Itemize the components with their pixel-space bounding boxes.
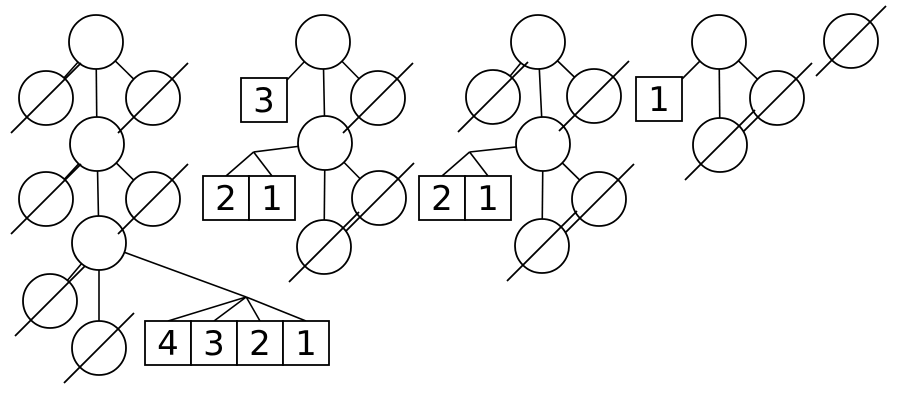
tree-3-edge bbox=[441, 151, 471, 177]
null-slash bbox=[10, 163, 82, 235]
null-slash bbox=[14, 265, 86, 337]
tree-1-edge bbox=[245, 296, 261, 322]
tree-2-edge bbox=[252, 151, 273, 177]
null-slash bbox=[506, 210, 578, 282]
null-slash bbox=[457, 61, 529, 133]
null-slash bbox=[117, 62, 189, 134]
array-21-cell bbox=[202, 175, 250, 221]
tree-1-edge bbox=[213, 296, 247, 322]
array-21-cell-value: 2 bbox=[215, 179, 237, 219]
array-4321-cell bbox=[282, 320, 330, 366]
null-slash bbox=[815, 5, 887, 77]
tree-node bbox=[515, 116, 571, 172]
array-21-cell-value: 1 bbox=[477, 179, 499, 219]
tree-node bbox=[71, 215, 127, 271]
null-slash bbox=[741, 62, 813, 134]
tree-node bbox=[510, 14, 566, 70]
tree-node bbox=[297, 115, 353, 171]
array-4321-cell-value: 4 bbox=[157, 324, 179, 364]
array-1-cell bbox=[635, 76, 683, 122]
null-slash bbox=[117, 163, 189, 235]
tree-node bbox=[691, 14, 747, 70]
null-slash bbox=[343, 162, 415, 234]
tree-1-edge bbox=[245, 296, 307, 322]
array-3-cell bbox=[240, 77, 288, 123]
array-21-cell-value: 2 bbox=[431, 179, 453, 219]
tree-node bbox=[69, 116, 125, 172]
array-1-cell-value: 1 bbox=[648, 80, 670, 120]
null-slash bbox=[558, 60, 630, 132]
null-slash bbox=[63, 312, 135, 384]
null-slash bbox=[342, 62, 414, 134]
tree-node bbox=[68, 14, 124, 70]
array-4321-cell bbox=[236, 320, 284, 366]
tree-1-edge bbox=[167, 296, 247, 322]
tree-node bbox=[295, 14, 351, 70]
null-slash bbox=[563, 163, 635, 235]
array-4321-cell-value: 3 bbox=[203, 324, 225, 364]
array-4321-cell-value: 1 bbox=[295, 324, 317, 364]
tree-2-edge bbox=[225, 151, 255, 177]
null-slash bbox=[10, 62, 82, 134]
array-3-cell-value: 3 bbox=[253, 81, 275, 121]
array-4321-cell bbox=[190, 320, 238, 366]
array-21-cell-value: 1 bbox=[261, 179, 283, 219]
array-21-cell bbox=[464, 175, 512, 221]
null-slash bbox=[288, 211, 360, 283]
array-4321-cell-value: 2 bbox=[249, 324, 271, 364]
array-21-cell bbox=[248, 175, 296, 221]
null-slash bbox=[684, 109, 756, 181]
tree-3-edge bbox=[468, 151, 489, 177]
